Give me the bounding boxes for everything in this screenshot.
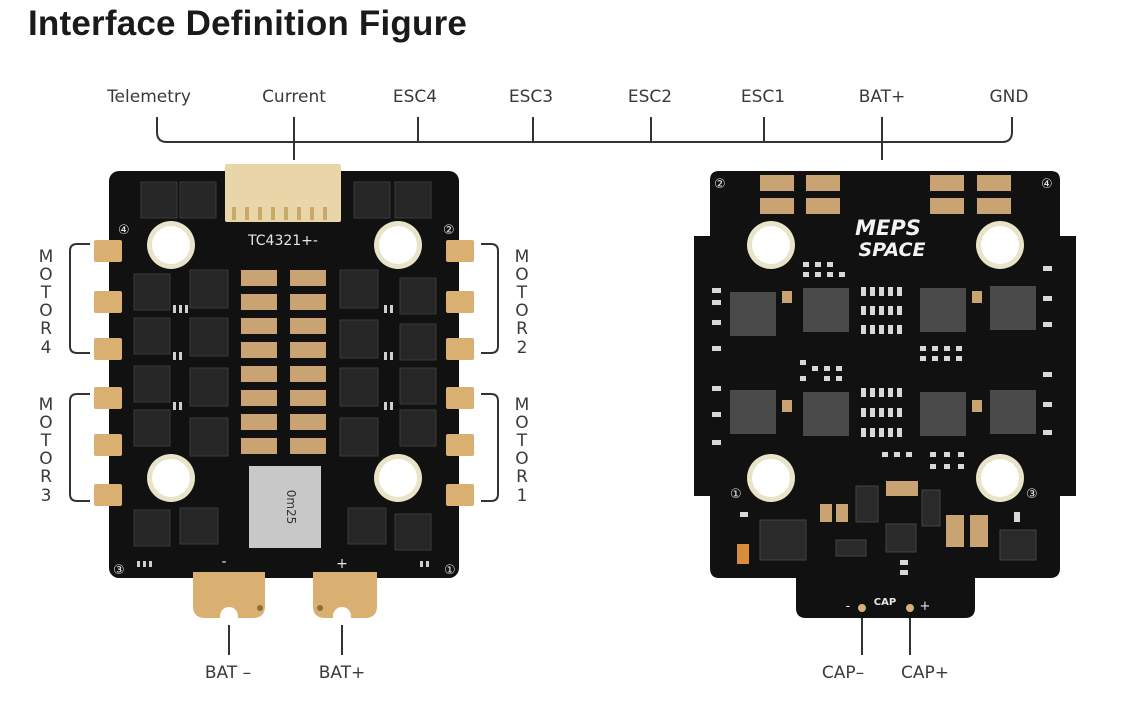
back-diode-pads <box>820 504 848 522</box>
label-bat-neg: BAT – <box>205 663 251 683</box>
current-shunt <box>249 466 321 548</box>
back-resistors <box>712 262 1052 575</box>
bottom-leaders <box>228 612 911 655</box>
motor3-label: M O T O R 3 <box>39 395 54 506</box>
motor-letter: O <box>515 449 528 469</box>
back-capacitors <box>760 175 1011 214</box>
motor-letter: R <box>516 319 528 339</box>
motor-letter: O <box>39 301 52 321</box>
back-chips <box>730 286 1036 436</box>
back-corner-mark: ① <box>730 487 742 502</box>
cap-pos-sign: + <box>920 599 931 614</box>
motor-pads <box>94 240 474 506</box>
top-bracket <box>156 117 1013 160</box>
front-capacitors <box>241 270 326 454</box>
label-cap-pos: CAP+ <box>901 663 949 683</box>
front-corner-mark: ④ <box>118 223 130 238</box>
motor-letter: 2 <box>517 338 528 358</box>
motor-letter: O <box>39 413 52 433</box>
motor4-label: M O T O R 4 <box>39 247 54 358</box>
label-esc1: ESC1 <box>741 87 785 107</box>
page-title: Interface Definition Figure <box>28 4 468 43</box>
motor-letter: O <box>39 449 52 469</box>
back-mount-holes <box>747 221 1024 502</box>
back-pcb <box>694 171 1076 618</box>
label-esc4: ESC4 <box>393 87 437 107</box>
motor-letter: T <box>40 283 52 303</box>
cap-neg-sign: - <box>846 599 851 614</box>
motor-letter: R <box>40 319 52 339</box>
motor-letter: 1 <box>517 486 528 506</box>
motor-letter: O <box>515 413 528 433</box>
back-board: MEPS SPACE <box>694 171 1076 618</box>
motor-letter: O <box>515 301 528 321</box>
label-telemetry: Telemetry <box>106 87 191 107</box>
motor1-label: M O T O R 1 <box>515 395 530 506</box>
front-corner-mark: ② <box>443 223 455 238</box>
side-brackets <box>69 243 499 502</box>
label-cap-neg: CAP– <box>822 663 864 683</box>
motor-letter: 4 <box>41 338 52 358</box>
motor-letter: M <box>515 247 530 267</box>
motor-letter: M <box>39 247 54 267</box>
cap-label: CAP <box>874 597 896 608</box>
motor-letter: M <box>515 395 530 415</box>
back-corner-mark: ④ <box>1041 177 1053 192</box>
brand-meps: MEPS <box>855 216 921 240</box>
front-mount-holes <box>147 221 422 502</box>
label-bat-pos-bottom: BAT+ <box>319 663 366 683</box>
motor-letter: 3 <box>41 486 52 506</box>
label-current: Current <box>262 87 326 107</box>
motor-letter: T <box>516 283 528 303</box>
bat-neg-tab <box>193 572 265 618</box>
motor-letter: T <box>516 431 528 451</box>
front-mosfets <box>133 181 437 551</box>
motor-letter: M <box>39 395 54 415</box>
back-small-pads <box>737 291 988 564</box>
motor-letter: R <box>40 467 52 487</box>
front-passives <box>137 305 429 567</box>
label-esc2: ESC2 <box>628 87 672 107</box>
shunt-label: 0m25 <box>284 490 298 525</box>
motor-letter: R <box>516 467 528 487</box>
front-board: TC4321+- <box>94 164 474 625</box>
label-esc3: ESC3 <box>509 87 553 107</box>
back-misc-ics <box>759 485 1037 561</box>
front-corner-mark: ① <box>444 563 456 578</box>
motor-letter: O <box>515 265 528 285</box>
motor2-label: M O T O R 2 <box>515 247 530 358</box>
bat-pos-tab <box>313 572 377 618</box>
front-corner-mark: ③ <box>113 563 125 578</box>
brand-space: SPACE <box>859 239 926 261</box>
motor-letter: O <box>39 265 52 285</box>
label-bat-pos-top: BAT+ <box>859 87 906 107</box>
connector-label: TC4321+- <box>247 233 318 249</box>
back-corner-mark: ② <box>714 177 726 192</box>
motor-letter: T <box>40 431 52 451</box>
front-neg-sign: - <box>221 554 226 570</box>
front-pos-sign: + <box>336 556 348 572</box>
label-gnd: GND <box>990 87 1029 107</box>
back-corner-mark: ③ <box>1026 487 1038 502</box>
